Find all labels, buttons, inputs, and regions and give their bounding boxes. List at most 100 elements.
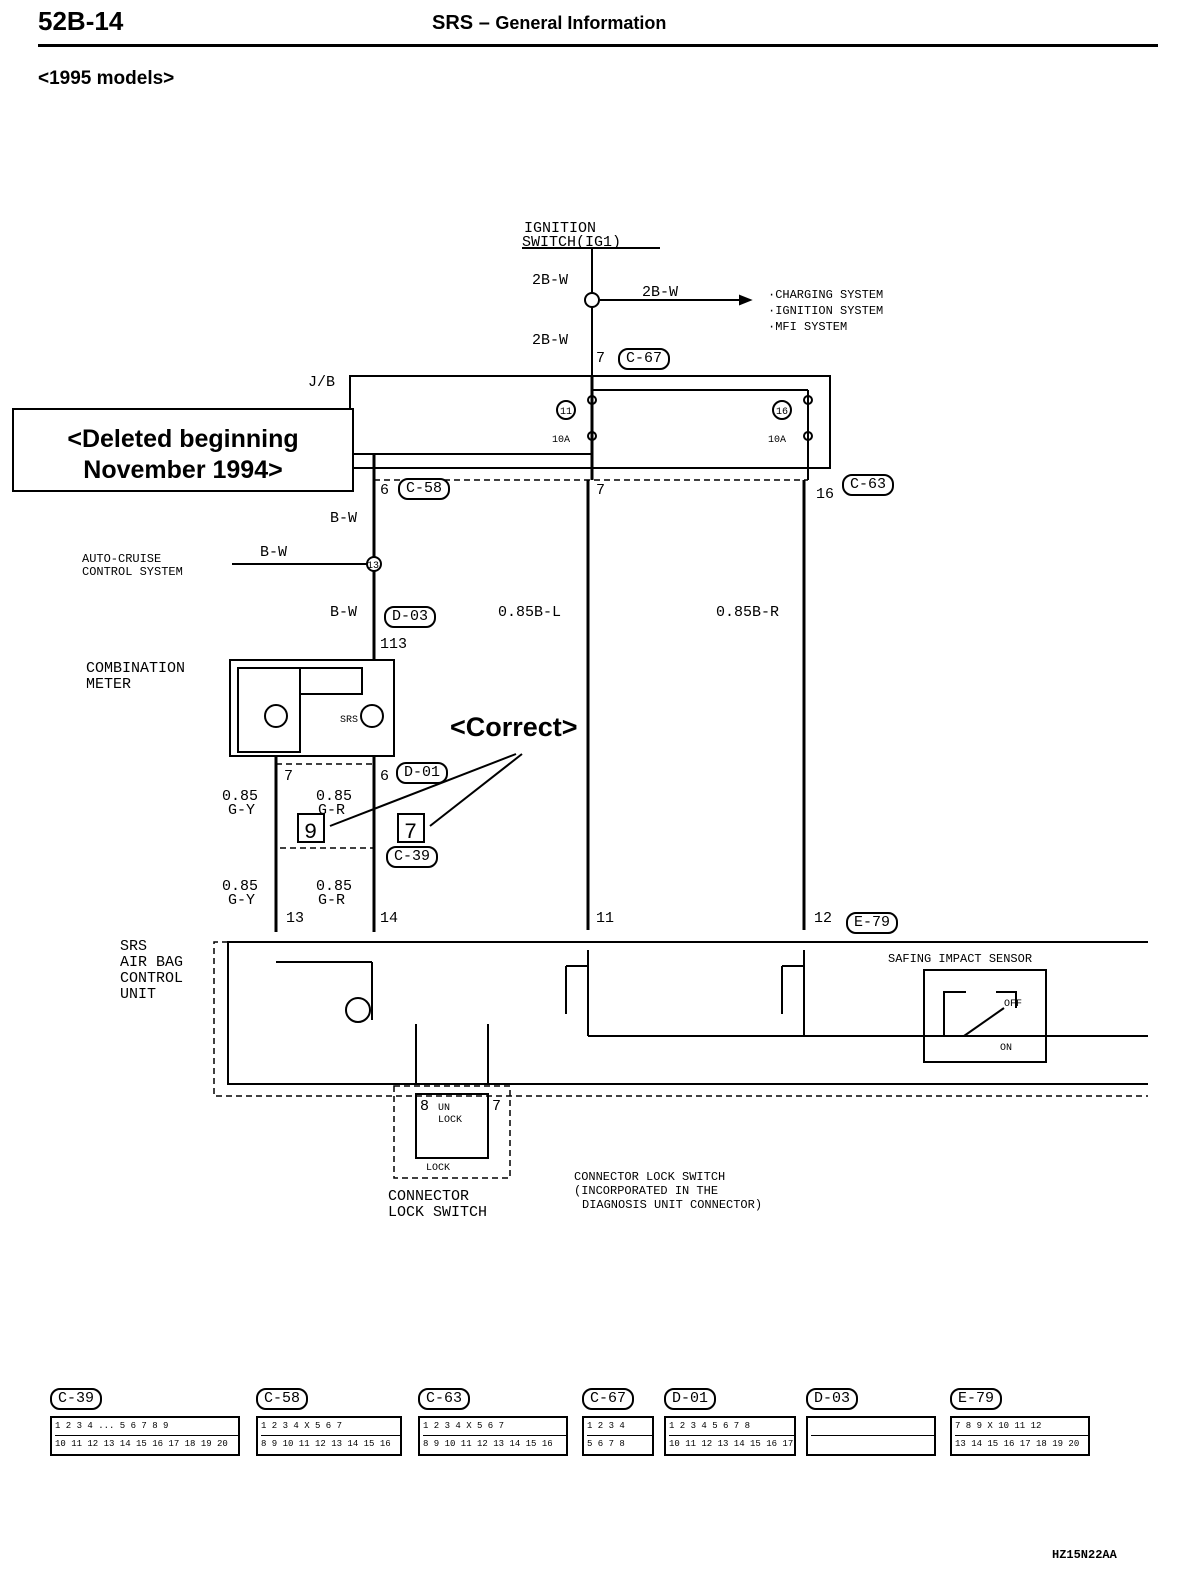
wire-bw-a: B-W bbox=[330, 510, 357, 527]
connector-c58-label: C-58 bbox=[398, 478, 451, 500]
ignition-label-1: IGNITION bbox=[524, 220, 596, 237]
page-title: SRS – General Information bbox=[432, 12, 666, 35]
connector-lock-label-1: CONNECTOR bbox=[388, 1188, 469, 1205]
wire-2bw-a: 2B-W bbox=[532, 272, 568, 289]
wire-gy-b: G-Y bbox=[228, 892, 255, 909]
pin-7-meter: 7 bbox=[284, 768, 293, 785]
wire-085-a: 0.85 bbox=[222, 788, 258, 805]
pin-16-c63: 16 bbox=[816, 486, 834, 503]
pin-9-corrected: 9 bbox=[304, 820, 317, 845]
pin-7-c67: 7 bbox=[596, 350, 605, 367]
wire-bw-b: B-W bbox=[260, 544, 287, 561]
legend-connector-top-row: 1 2 3 4 ... 5 6 7 8 9 bbox=[55, 1418, 238, 1436]
legend-connector-label: D-01 bbox=[664, 1388, 717, 1410]
srs-unit-label-3: CONTROL bbox=[120, 970, 183, 987]
switch-off-label: OFF bbox=[1004, 999, 1022, 1010]
pin-12: 12 bbox=[814, 910, 832, 927]
connector-c63-label: C-63 bbox=[842, 474, 895, 496]
legend-connector-face: 1 2 3 4 X 5 6 7 8 9 10 11 12 13 14 15 16 bbox=[256, 1416, 402, 1456]
title-dash: – bbox=[478, 12, 490, 34]
page-number: 52B-14 bbox=[38, 6, 124, 36]
pin-7-corrected: 7 bbox=[404, 820, 417, 845]
wire-085-c: 0.85 bbox=[222, 878, 258, 895]
connector-lock-note-2: (INCORPORATED IN THE bbox=[574, 1184, 718, 1198]
deleted-note: <Deleted beginning November 1994> bbox=[12, 408, 354, 492]
legend-connector-face: 1 2 3 4 5 6 7 8 bbox=[582, 1416, 654, 1456]
switch-on-label: ON bbox=[1000, 1043, 1012, 1054]
fuse-16-rating: 10A bbox=[768, 435, 786, 446]
legend-connector-top-row: 1 2 3 4 5 6 7 8 bbox=[669, 1418, 794, 1436]
lock-label: LOCK bbox=[426, 1163, 450, 1174]
legend-connector-top-row: 1 2 3 4 X 5 6 7 bbox=[423, 1418, 566, 1436]
legend-connector-bottom-row: 13 14 15 16 17 18 19 20 bbox=[955, 1439, 1080, 1449]
connector-d03-label: D-03 bbox=[384, 606, 437, 628]
ignition-label-2: SWITCH(IG1) bbox=[522, 234, 621, 251]
legend-connector-face: 1 2 3 4 5 6 7 8 10 11 12 13 14 15 16 17 bbox=[664, 1416, 796, 1456]
jb-label: J/B bbox=[308, 374, 335, 391]
connector-c67-label: C-67 bbox=[618, 348, 671, 370]
safing-sensor-label: SAFING IMPACT SENSOR bbox=[888, 952, 1032, 966]
srs-unit-label-1: SRS bbox=[120, 938, 147, 955]
pin-14: 14 bbox=[380, 910, 398, 927]
legend-connector-bottom-row: 8 9 10 11 12 13 14 15 16 bbox=[261, 1439, 391, 1449]
unlock-label: UN bbox=[438, 1103, 450, 1114]
fuse-11-rating: 10A bbox=[552, 435, 570, 446]
srs-indicator-label: SRS bbox=[340, 715, 358, 726]
pin-113: 113 bbox=[380, 636, 407, 653]
system-mfi: ·MFI SYSTEM bbox=[768, 320, 847, 334]
legend-connector-label: C-63 bbox=[418, 1388, 471, 1410]
wire-085bl: 0.85B-L bbox=[498, 604, 561, 621]
fuse-16-label: 16 bbox=[776, 407, 788, 418]
node-13-label: 13 bbox=[367, 561, 379, 572]
legend-connector-label: C-67 bbox=[582, 1388, 635, 1410]
page-header: 52B-14 SRS – General Information bbox=[38, 4, 1158, 47]
legend-connector-top-row: 1 2 3 4 bbox=[587, 1418, 652, 1436]
connector-lock-label-2: LOCK SWITCH bbox=[388, 1204, 487, 1221]
correct-note: <Correct> bbox=[450, 712, 578, 742]
wire-2bw-c: 2B-W bbox=[532, 332, 568, 349]
connector-e79-label: E-79 bbox=[846, 912, 899, 934]
pin-8: 8 bbox=[420, 1098, 429, 1115]
legend-connector-bottom-row: 10 11 12 13 14 15 16 17 bbox=[669, 1439, 794, 1449]
legend-connector-label: E-79 bbox=[950, 1388, 1003, 1410]
system-ignition: ·IGNITION SYSTEM bbox=[768, 304, 883, 318]
legend-connector-bottom-row: 8 9 10 11 12 13 14 15 16 bbox=[423, 1439, 553, 1449]
connector-lock-note-1: CONNECTOR LOCK SWITCH bbox=[574, 1170, 725, 1184]
legend-connector-label: D-03 bbox=[806, 1388, 859, 1410]
wire-gy-a: G-Y bbox=[228, 802, 255, 819]
deleted-note-line1: <Deleted beginning bbox=[67, 425, 299, 453]
combination-meter-label-1: COMBINATION bbox=[86, 660, 185, 677]
connector-lock-note-3: DIAGNOSIS UNIT CONNECTOR) bbox=[582, 1198, 762, 1212]
srs-unit-label-2: AIR BAG bbox=[120, 954, 183, 971]
unlock-lock-label: LOCK bbox=[438, 1115, 462, 1126]
legend-connector-top-row: 1 2 3 4 X 5 6 7 bbox=[261, 1418, 400, 1436]
pin-7-jb: 7 bbox=[596, 482, 605, 499]
pin-6-d01: 6 bbox=[380, 768, 389, 785]
legend-connector-face: 1 2 3 4 X 5 6 7 8 9 10 11 12 13 14 15 16 bbox=[418, 1416, 568, 1456]
combination-meter-label-2: METER bbox=[86, 676, 131, 693]
legend-connector-label: C-39 bbox=[50, 1388, 103, 1410]
fuse-11-label: 11 bbox=[560, 407, 572, 418]
wire-bw-c: B-W bbox=[330, 604, 357, 621]
wiring-text: IGNITION SWITCH(IG1) 2B-W 2B-W 2B-W ·CHA… bbox=[82, 220, 1032, 1221]
wire-085br: 0.85B-R bbox=[716, 604, 779, 621]
connector-c39-label: C-39 bbox=[386, 846, 439, 868]
figure-code: HZ15N22AA bbox=[1052, 1548, 1117, 1562]
legend-connector-label: C-58 bbox=[256, 1388, 309, 1410]
auto-cruise-label-2: CONTROL SYSTEM bbox=[82, 565, 183, 579]
legend-connector-top-row bbox=[811, 1418, 934, 1436]
wire-085-b: 0.85 bbox=[316, 788, 352, 805]
wire-gr-b: G-R bbox=[318, 892, 345, 909]
pin-13: 13 bbox=[286, 910, 304, 927]
models-label: <1995 models> bbox=[38, 68, 175, 89]
pin-7-lock: 7 bbox=[492, 1098, 501, 1115]
auto-cruise-label-1: AUTO-CRUISE bbox=[82, 552, 161, 566]
legend-connector-bottom-row: 5 6 7 8 bbox=[587, 1439, 625, 1449]
legend-connector-face bbox=[806, 1416, 936, 1456]
wire-085-d: 0.85 bbox=[316, 878, 352, 895]
title-subtitle: General Information bbox=[495, 13, 667, 33]
system-charging: ·CHARGING SYSTEM bbox=[768, 288, 883, 302]
